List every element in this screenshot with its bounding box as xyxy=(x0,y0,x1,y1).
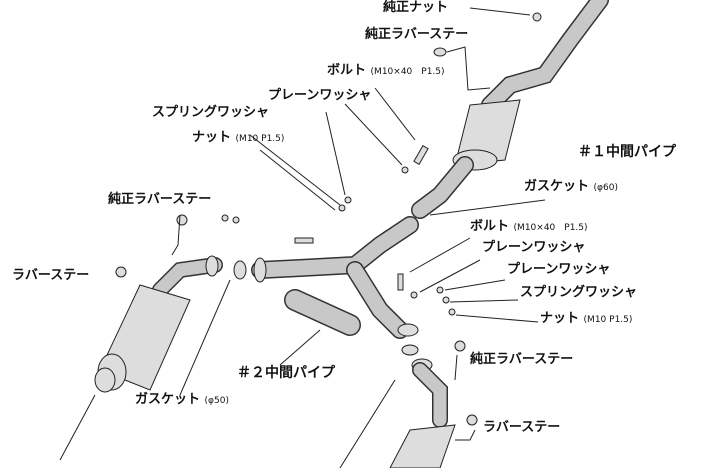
label-text: ガスケット xyxy=(135,392,201,407)
label-spec: (M10×40 P1.5) xyxy=(370,67,445,77)
mid-pipe-2 xyxy=(251,216,419,339)
left-muffler xyxy=(94,255,247,393)
label-plain-washer-right-1: プレーンワッシャ xyxy=(482,240,586,255)
mid-pipe-1 xyxy=(411,0,609,219)
label-plain-washer-right-2: プレーンワッシャ xyxy=(507,262,611,277)
label-spec: (φ50) xyxy=(204,396,229,406)
label-mid-pipe-2: ＃２中間パイプ xyxy=(237,365,335,381)
label-rubber-stay-right: ラバーステー xyxy=(483,420,561,435)
label-text: ボルト xyxy=(470,219,510,234)
hardware xyxy=(115,12,542,426)
label-spec: (φ60) xyxy=(593,183,618,193)
label-genuine-nut: 純正ナット xyxy=(383,0,449,15)
right-muffler xyxy=(389,344,456,468)
label-spring-washer-right: スプリングワッシャ xyxy=(520,285,638,300)
label-text: ナット xyxy=(540,311,580,326)
label-text: ボルト xyxy=(327,63,367,78)
label-spec: (M10 P1.5) xyxy=(583,315,633,325)
label-text: ナット xyxy=(192,130,232,145)
label-nut-top: ナット (M10 P1.5) xyxy=(192,131,284,146)
label-mid-pipe-1: ＃１中間パイプ xyxy=(578,144,676,160)
label-rubber-stay-left: ラバーステー xyxy=(12,268,90,283)
label-plain-washer-top: プレーンワッシャ xyxy=(268,88,372,103)
leader-lines xyxy=(59,7,546,468)
label-genuine-rubber-stay-left: 純正ラバーステー xyxy=(108,192,212,207)
label-gasket-50: ガスケット (φ50) xyxy=(135,393,229,408)
label-nut-right: ナット (M10 P1.5) xyxy=(540,312,632,327)
label-spec: (M10 P1.5) xyxy=(235,134,285,144)
label-bolt-right: ボルト (M10×40 P1.5) xyxy=(470,220,588,235)
label-text: ガスケット xyxy=(524,179,590,194)
label-genuine-rubber-stay-top: 純正ラバーステー xyxy=(365,27,469,42)
label-spec: (M10×40 P1.5) xyxy=(513,223,588,233)
label-genuine-rubber-stay-right: 純正ラバーステー xyxy=(470,352,574,367)
label-gasket-60: ガスケット (φ60) xyxy=(524,180,618,195)
label-bolt-top: ボルト (M10×40 P1.5) xyxy=(327,64,445,79)
label-spring-washer-top: スプリングワッシャ xyxy=(152,105,270,120)
